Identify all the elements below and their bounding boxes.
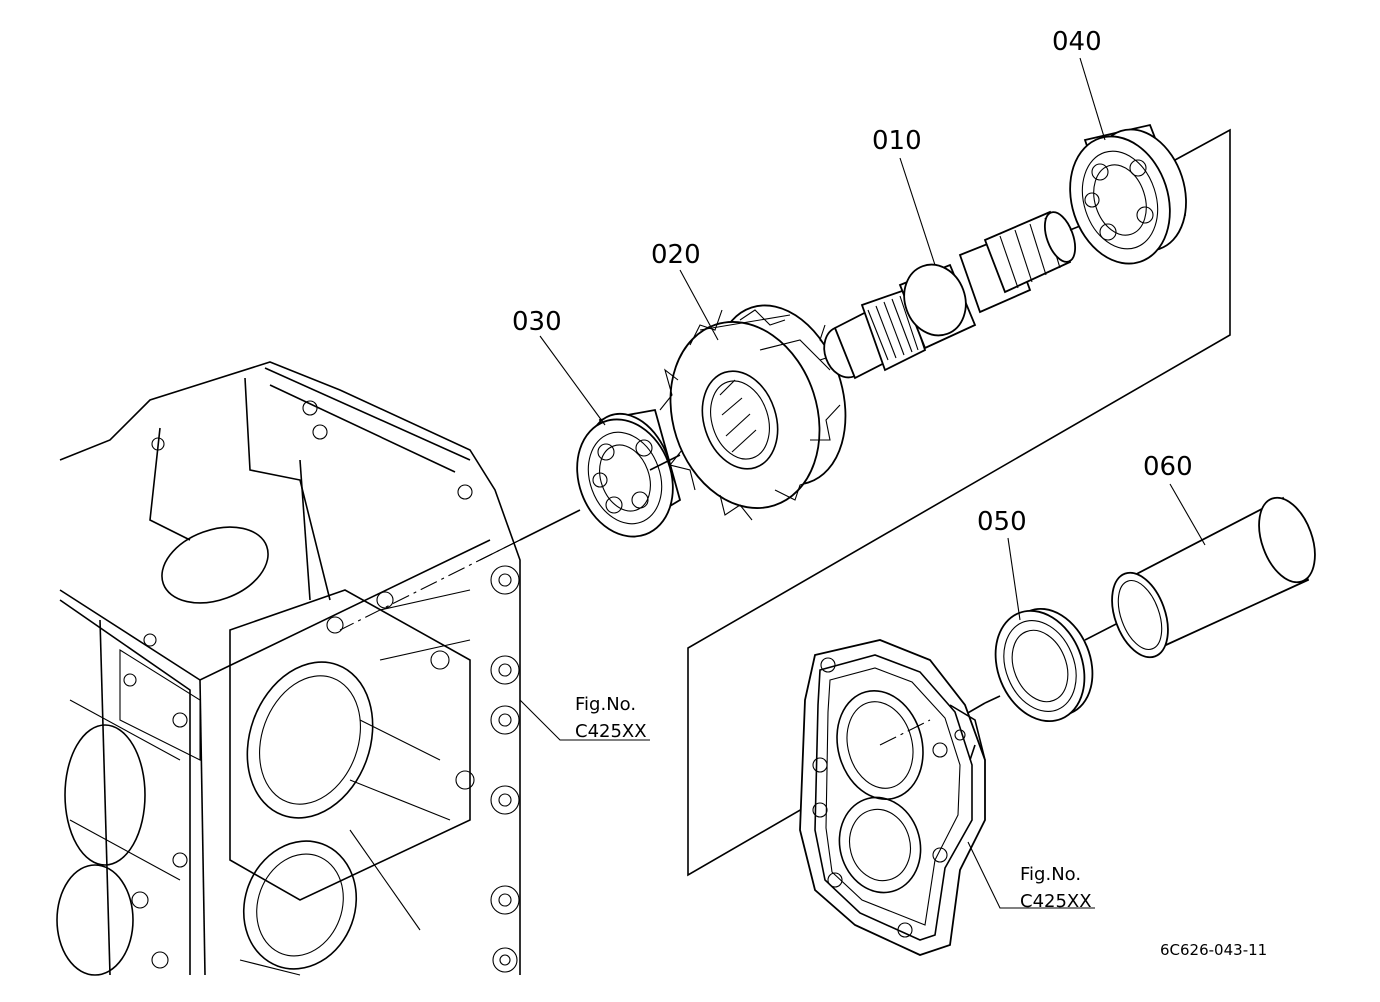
callout-010: 010	[872, 126, 922, 156]
callout-020: 020	[651, 240, 701, 270]
gear-020	[649, 304, 847, 521]
callout-050: 050	[977, 507, 1027, 537]
callout-030: 030	[512, 307, 562, 337]
leader-lines	[519, 57, 1206, 909]
shaft-010	[823, 210, 1091, 380]
fig-ref-1-line2: C425XX	[575, 721, 647, 742]
bearing-040	[687, 123, 1231, 877]
collar-060	[1111, 496, 1316, 659]
oil-seal-050	[984, 607, 1121, 723]
cover-plate	[799, 639, 986, 956]
fig-ref-2-line2: C425XX	[1020, 891, 1092, 912]
transmission-case	[56, 361, 521, 976]
fig-ref-2-line1: Fig.No.	[1020, 864, 1081, 885]
callout-060: 060	[1143, 452, 1193, 482]
callout-040: 040	[1052, 27, 1102, 57]
drawing-id: 6C626-043-11	[1160, 941, 1267, 959]
bearing-030	[519, 408, 682, 541]
fig-ref-1-line1: Fig.No.	[575, 694, 636, 715]
